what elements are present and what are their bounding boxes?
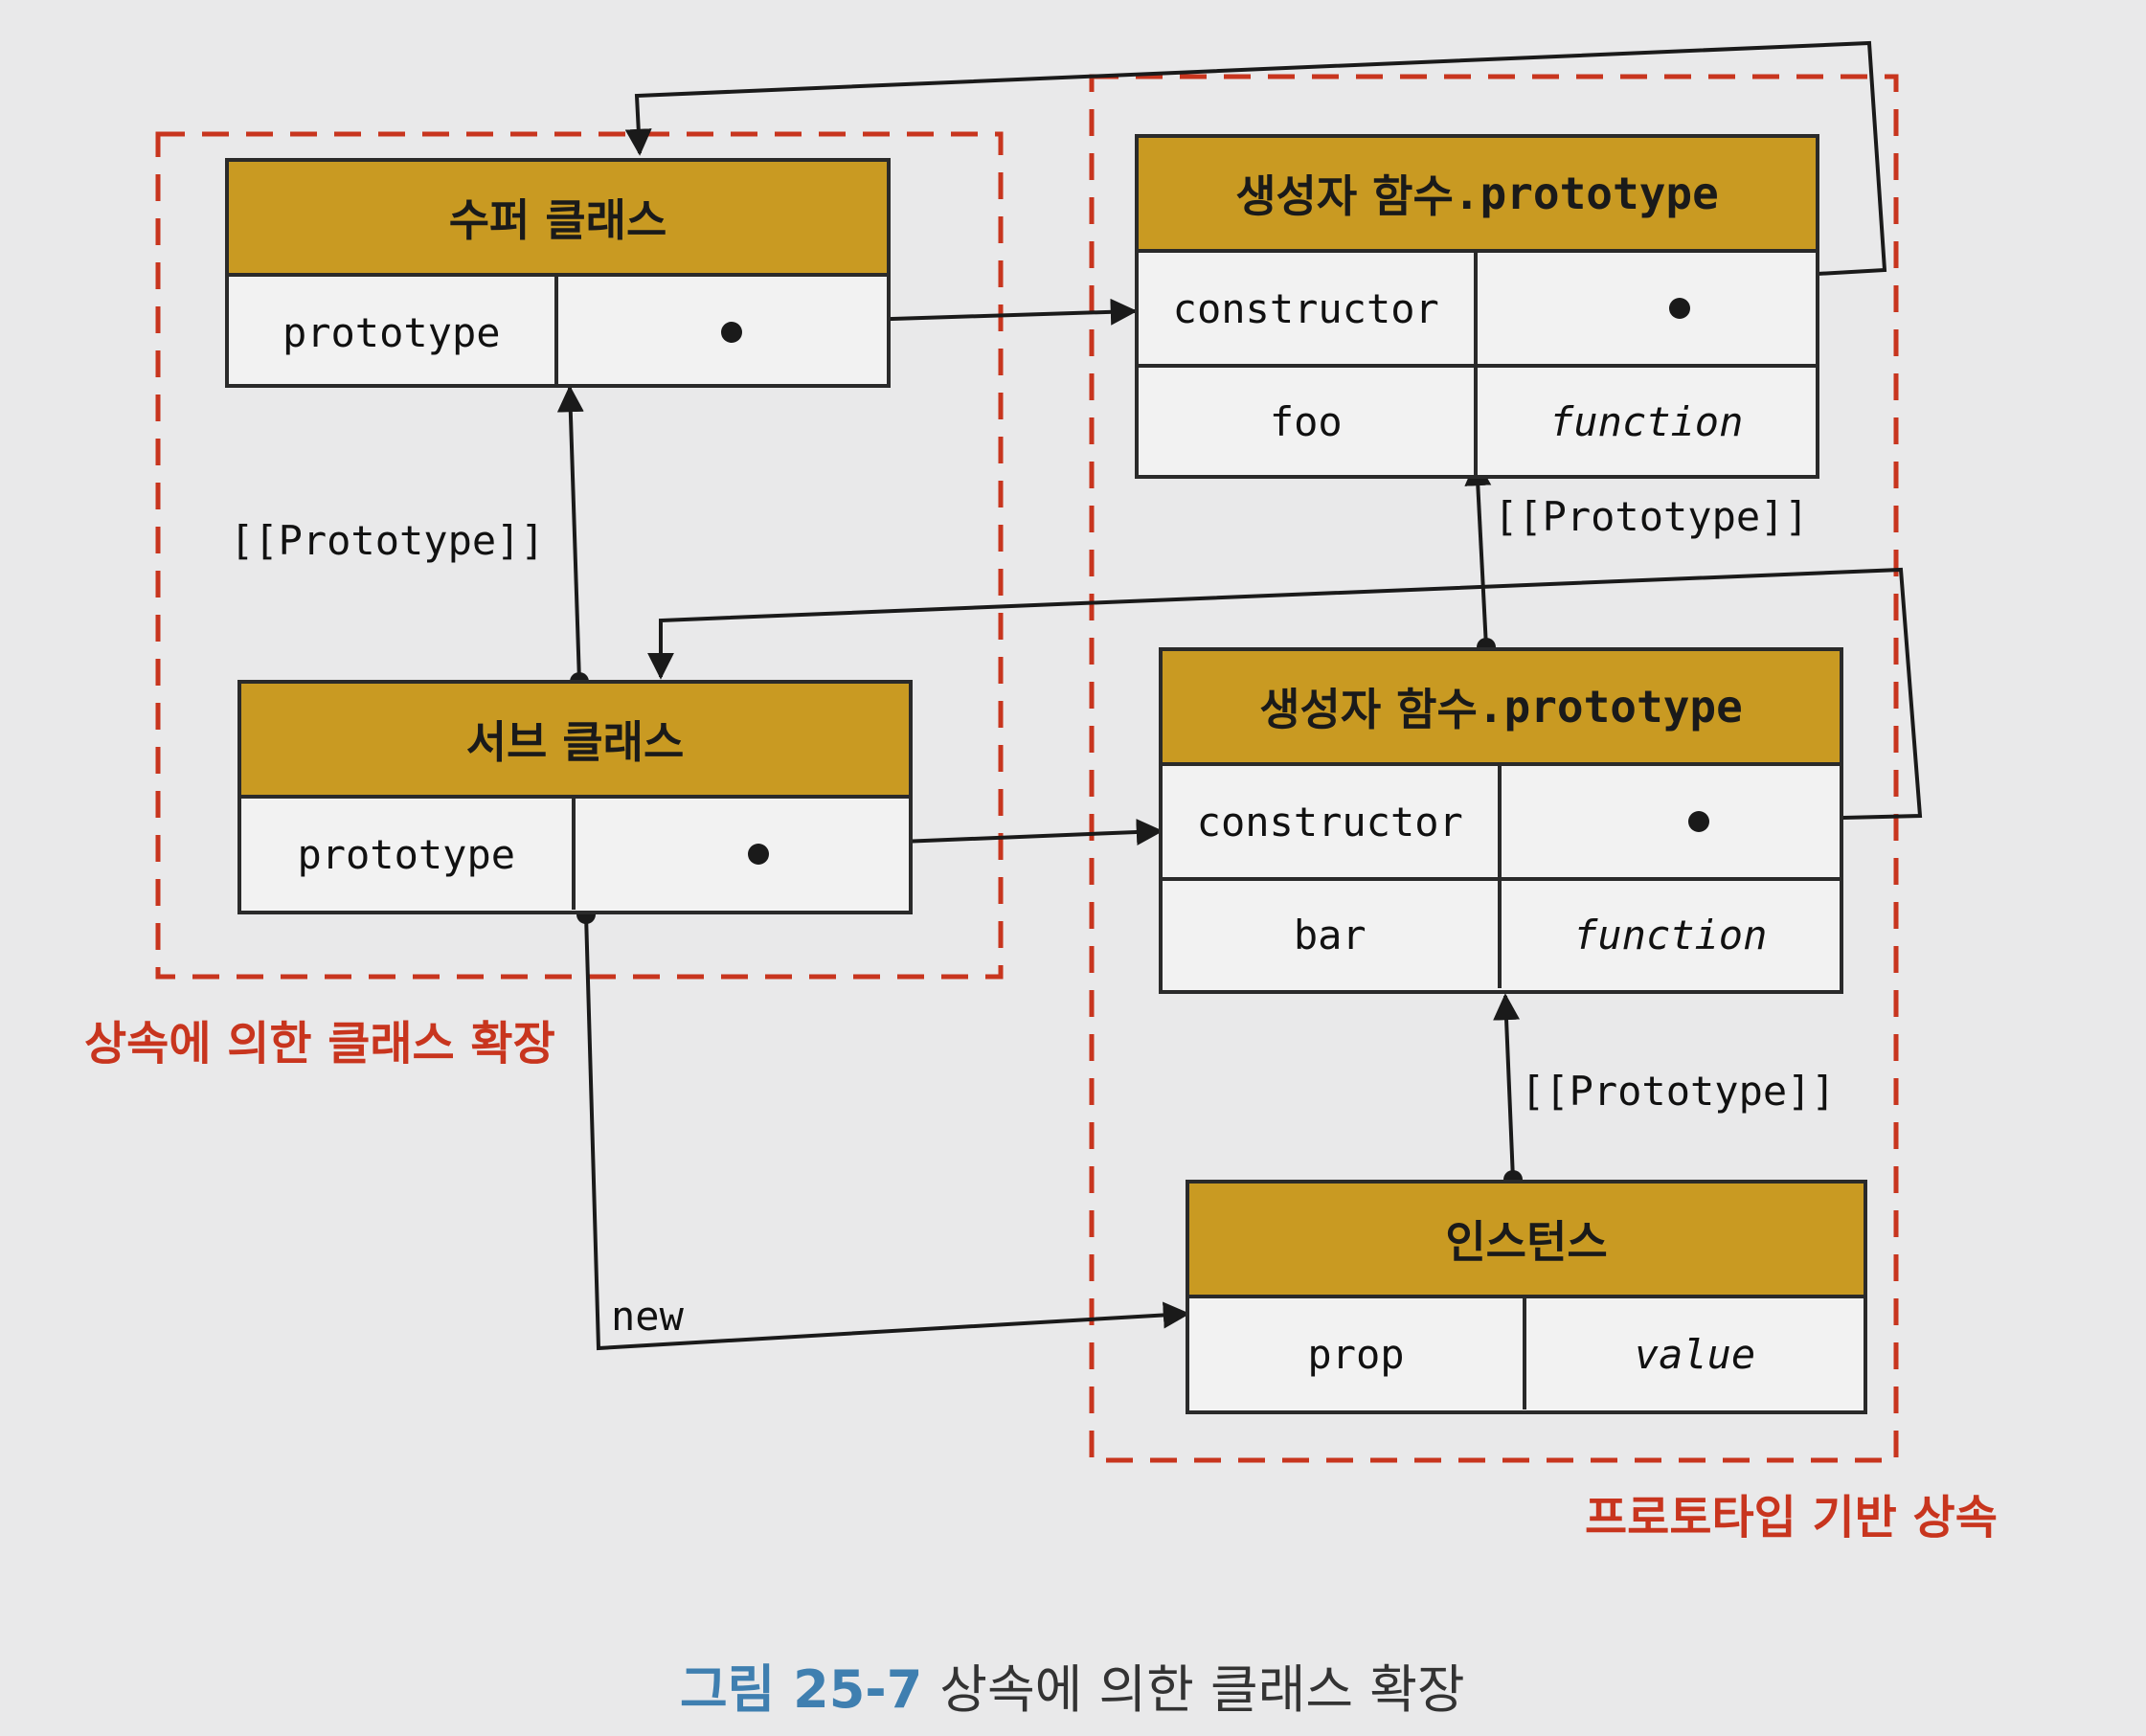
group-label-prototype-inheritance: 프로토타입 기반 상속 — [1585, 1491, 1998, 1544]
edge-label-new: new — [611, 1293, 684, 1340]
arrow-sub-to-super — [556, 385, 584, 683]
figure-number: 그림 25-7 — [680, 1659, 923, 1720]
pointer-dot — [1687, 811, 1709, 832]
prototype-mid-title-code: .prototype — [1477, 681, 1743, 733]
prototype-mid-box: 생성자 함수.prototype constructor bar functio… — [1159, 647, 1843, 994]
prototype-mid-row-bar: bar function — [1163, 877, 1840, 988]
super-class-value — [558, 277, 888, 388]
super-class-row: prototype — [229, 277, 887, 388]
arrow-protomid-to-prototop — [1464, 459, 1492, 648]
figure-caption: 그림 25-7 상속에 의한 클래스 확장 — [680, 1647, 1465, 1723]
sub-class-box: 서브 클래스 prototype — [237, 680, 913, 914]
super-class-box: 수퍼 클래스 prototype — [225, 158, 891, 388]
instance-box: 인스턴스 prop value — [1186, 1180, 1867, 1414]
prototype-mid-row-constructor: constructor — [1163, 766, 1840, 877]
instance-title: 인스턴스 — [1189, 1184, 1864, 1298]
instance-value: value — [1634, 1330, 1756, 1378]
prototype-top-key: constructor — [1139, 253, 1478, 364]
edge-label-prototype-right-top: [[Prototype]] — [1494, 493, 1809, 540]
prototype-mid-title-ko: 생성자 함수 — [1259, 684, 1478, 735]
prototype-mid-value — [1502, 766, 1841, 877]
arrow-protomid-constructor — [647, 567, 1923, 823]
figure-caption-text: 상속에 의한 클래스 확장 — [939, 1659, 1465, 1720]
sub-class-title: 서브 클래스 — [241, 684, 909, 799]
edge-label-prototype-right-bottom: [[Prototype]] — [1521, 1068, 1836, 1115]
prototype-top-title-ko: 생성자 함수 — [1235, 170, 1454, 222]
prototype-top-title-code: .prototype — [1453, 168, 1719, 219]
pointer-dot — [747, 844, 769, 865]
prototype-top-row-foo: foo function — [1139, 364, 1816, 475]
group-border-class-extension — [155, 131, 1004, 980]
super-class-key: prototype — [229, 277, 558, 388]
prototype-mid-key: constructor — [1163, 766, 1502, 877]
sub-class-row: prototype — [241, 799, 909, 910]
prototype-top-value — [1478, 253, 1817, 364]
edge-label-prototype-left: [[Prototype]] — [230, 517, 545, 564]
prototype-mid-key: bar — [1163, 881, 1502, 988]
arrow-new — [584, 913, 1190, 1351]
prototype-mid-title: 생성자 함수.prototype — [1163, 651, 1840, 766]
instance-row: prop value — [1189, 1298, 1864, 1409]
sub-class-value — [576, 799, 910, 910]
instance-key: prop — [1189, 1298, 1526, 1409]
arrow-instance-to-protomid — [1493, 993, 1521, 1181]
prototype-top-row-constructor: constructor — [1139, 253, 1816, 364]
super-class-title: 수퍼 클래스 — [229, 162, 887, 277]
prototype-top-box: 생성자 함수.prototype constructor foo functio… — [1135, 134, 1819, 479]
group-border-prototype-inheritance — [1089, 74, 1899, 1463]
pointer-dot — [720, 322, 742, 343]
prototype-top-key: foo — [1139, 368, 1478, 475]
prototype-mid-value: function — [1573, 911, 1768, 958]
group-label-class-extension: 상속에 의한 클래스 확장 — [84, 1017, 555, 1071]
sub-class-key: prototype — [241, 799, 576, 910]
prototype-top-title: 생성자 함수.prototype — [1139, 138, 1816, 253]
prototype-top-value: function — [1549, 397, 1744, 445]
pointer-dot — [1668, 298, 1690, 319]
